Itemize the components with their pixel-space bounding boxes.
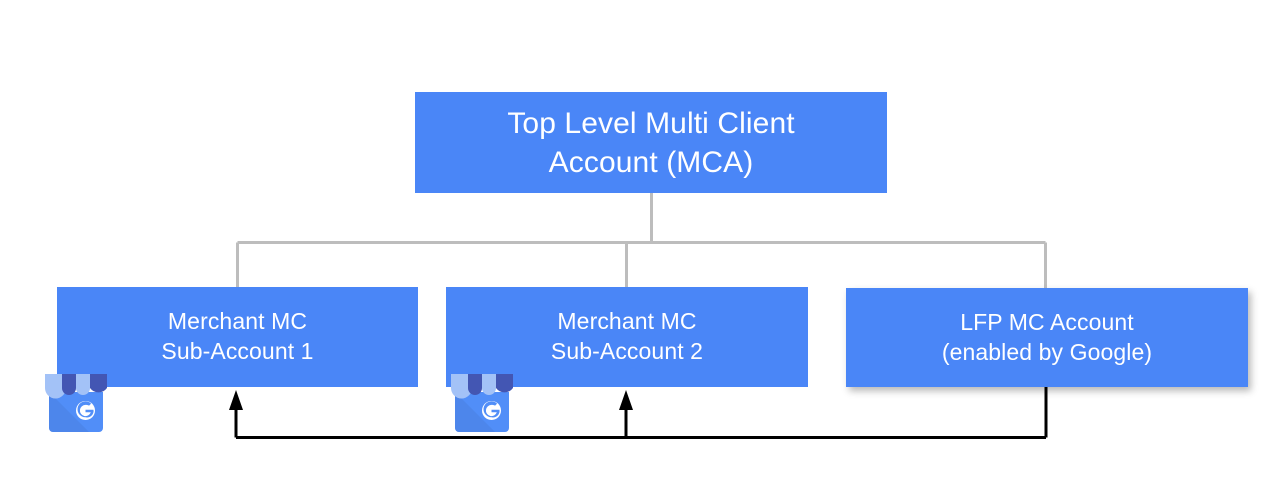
node-merchant-sub-account-2[interactable]: Merchant MC Sub-Account 2 xyxy=(446,287,808,387)
google-business-profile-icon xyxy=(45,374,107,432)
node-top-level-mca-label: Top Level Multi Client Account (MCA) xyxy=(507,106,795,179)
node-top-level-mca[interactable]: Top Level Multi Client Account (MCA) xyxy=(415,92,887,193)
google-business-profile-icon xyxy=(451,374,513,432)
node-lfp-mc-account[interactable]: LFP MC Account (enabled by Google) xyxy=(846,288,1248,387)
node-merchant-sub-account-1-label: Merchant MC Sub-Account 1 xyxy=(161,308,314,364)
node-lfp-mc-account-label: LFP MC Account (enabled by Google) xyxy=(941,308,1153,365)
node-merchant-sub-account-2-label: Merchant MC Sub-Account 2 xyxy=(550,308,704,364)
node-merchant-sub-account-1[interactable]: Merchant MC Sub-Account 1 xyxy=(57,287,418,387)
